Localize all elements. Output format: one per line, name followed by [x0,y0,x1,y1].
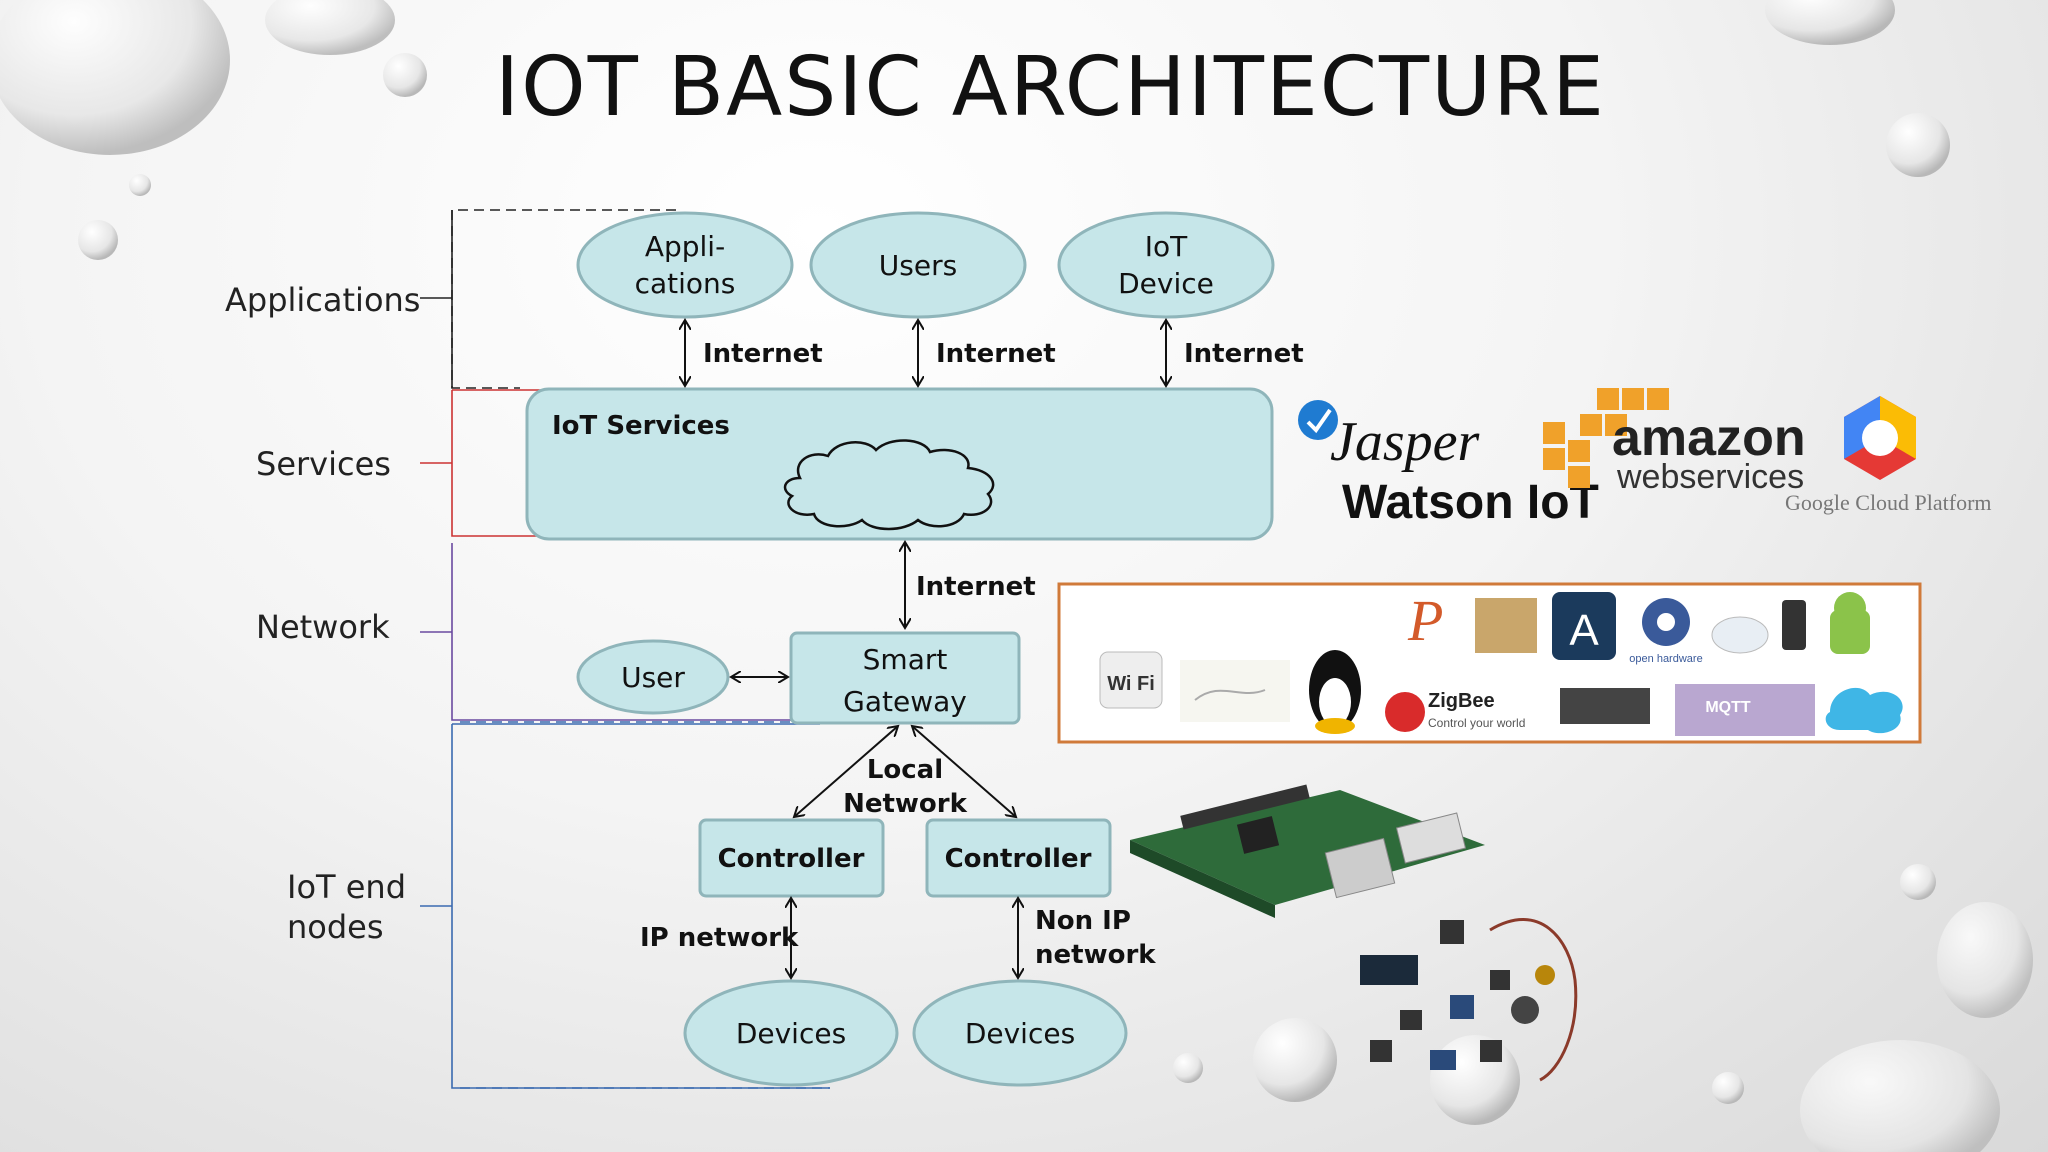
controller-right: Controller [925,818,1112,898]
cloud-icon [783,439,995,531]
sensors-icon [1360,918,1578,1082]
iot-device-node: IoT Device [1057,211,1275,319]
amazon-cubes-icon [1543,388,1669,488]
hub-device-icon [1711,616,1769,654]
controller-left: Controller [698,818,885,898]
raspberry-pi-board-icon [1130,784,1485,918]
zigbee-text: ZigBee [1428,690,1495,712]
gateway-label-1: Smart [863,643,948,676]
internet-label-2: Internet [936,339,1056,369]
internet-label-3: Internet [1184,339,1304,369]
cloud-logos: Jasper Watson IoT amazon webservices Goo… [1298,388,1992,529]
android-icon [1830,610,1870,654]
iot-device-label-2: Device [1118,267,1214,300]
mqtt-banner [1675,684,1815,736]
layer-label-end-nodes-1: IoT end [287,868,406,906]
watson-logo-text: Watson IoT [1342,476,1599,529]
local-network-arrows [794,726,1016,817]
internet-arrows-top [685,320,1166,386]
iot-device-label-1: IoT [1145,230,1188,263]
users-node: Users [809,211,1027,319]
particle-logo-icon: P [1407,588,1443,653]
non-ip-label-1: Non IP [1035,906,1131,936]
applications-node: Appli- cations [576,211,794,319]
zigbee-icon [1385,692,1425,732]
smart-gateway-box: Smart Gateway [789,631,1021,725]
iot-services-box: IoT Services [525,387,1274,541]
layer-brackets [420,209,830,1089]
controller-right-label: Controller [945,844,1092,874]
layer-label-end-nodes-2: nodes [287,908,384,946]
local-network-label-1: Local [867,755,943,785]
arduino-a-icon [1552,592,1616,660]
layer-label-network: Network [256,608,390,646]
devices-right-label: Devices [965,1017,1075,1050]
slide-title: IOT BASIC ARCHITECTURE [495,40,1606,135]
devices-left-label: Devices [736,1017,846,1050]
users-label: Users [879,249,957,282]
google-cloud-text: Google Cloud Platform [1785,490,1992,515]
applications-label-2: cations [635,267,736,300]
non-ip-label-2: network [1035,940,1156,970]
wifi-logo-text: Wi Fi [1107,673,1155,695]
user-label: User [621,661,685,694]
mqtt-text: MQTT [1705,699,1751,716]
controller-left-label: Controller [718,844,865,874]
devices-left: Devices [683,979,899,1087]
gateway-label-2: Gateway [843,685,967,718]
applications-label-1: Appli- [645,230,725,263]
local-network-label-2: Network [843,789,968,819]
jasper-logo-text: Jasper [1330,411,1480,473]
internet-label-1: Internet [703,339,823,369]
device-arrows [791,898,1018,978]
internet-label-4: Internet [916,572,1036,602]
technology-collage: Wi Fi ZigBee Control your world P A open… [1057,582,1922,744]
user-node: User [576,639,730,715]
module-photo-icon [1560,688,1650,724]
cloud-service-icon [1825,687,1903,734]
layer-label-applications: Applications [225,281,420,319]
google-cloud-icon [1844,396,1916,480]
zigbee-subtext: Control your world [1428,716,1525,730]
devices-right: Devices [912,979,1128,1087]
svg-text:A: A [1569,606,1599,655]
iot-services-label: IoT Services [552,411,730,441]
amazon-logo-text: amazon [1612,409,1806,467]
board-photo-icon [1475,598,1537,653]
open-hardware-text: open hardware [1629,653,1702,665]
ip-network-label: IP network [640,923,799,953]
layer-label-services: Services [256,445,391,483]
aws-logo-text: webservices [1616,458,1804,496]
